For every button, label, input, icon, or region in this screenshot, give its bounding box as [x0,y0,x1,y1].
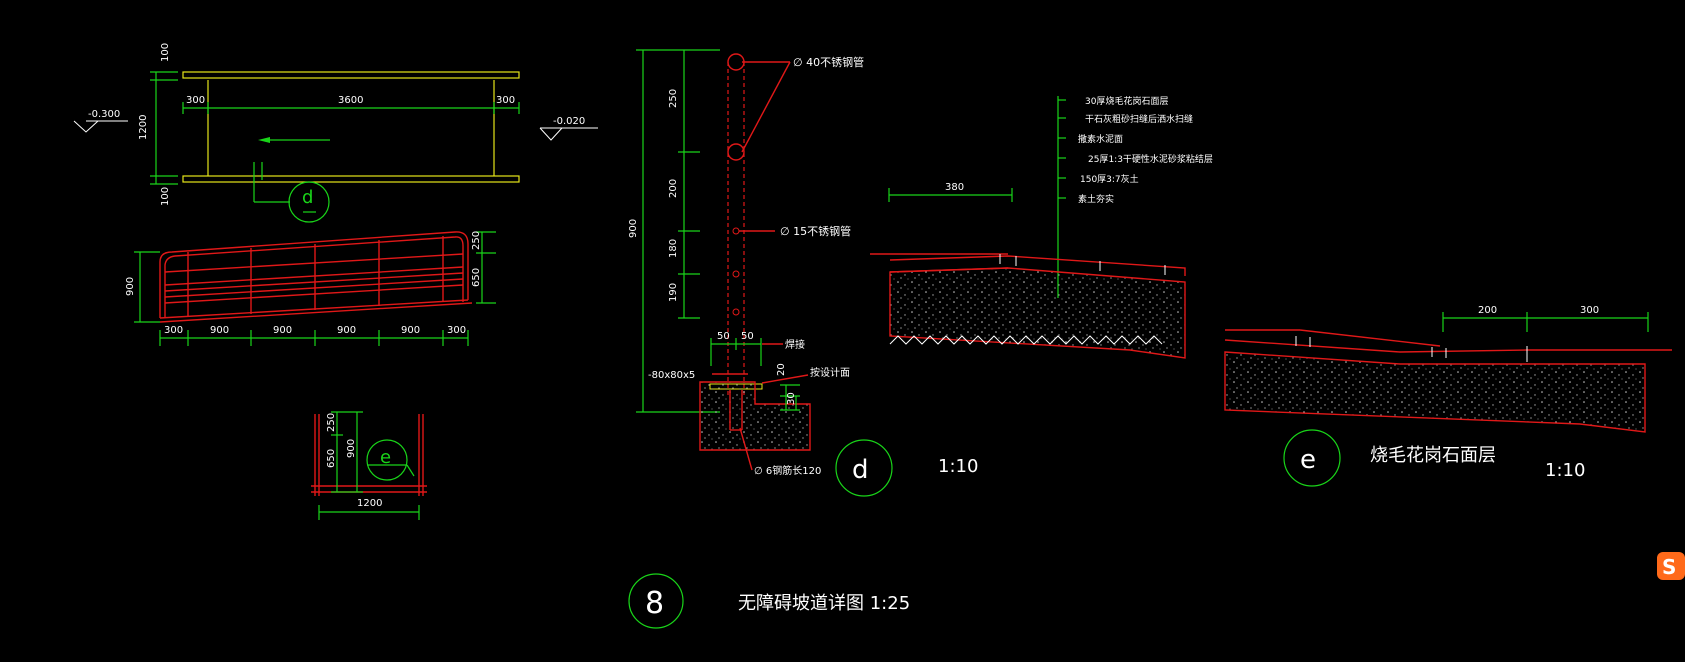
elev-top-rail [159,231,469,318]
app-badge-icon[interactable]: S [1657,552,1685,580]
sec-e-dim-650: 650 [326,449,337,468]
svg-text:S: S [1662,555,1676,579]
drawing-number-circle [628,573,684,629]
detail-dim-190: 190 [668,283,679,302]
detail-e-marker [1283,429,1341,487]
layer-note-6: 素土夯实 [1078,193,1114,205]
plan-dim-seg-left: 300 [186,95,205,106]
elev-dim-b5: 300 [447,325,466,336]
plan-rail-top [182,71,520,79]
detail-e-body [1224,351,1646,433]
plan-dim-seg-mid: 3600 [338,95,363,106]
plan-dim-seg-right: 300 [496,95,515,106]
detail-tube-lower [727,143,745,161]
layer-note-5: 150厚3:7灰土 [1080,173,1139,185]
sec-e-marker-label: e [380,447,391,468]
detail-dim-250: 250 [668,89,679,108]
detail-plate-label: -80x80x5 [648,370,695,381]
detail-anchor-label: ∅ 6钢筋长120 [754,464,821,477]
plan-section-marker [288,181,330,223]
rail-elevation: 900 250 650 300 900 900 900 900 300 [125,231,496,346]
paving-body [889,267,1186,359]
layer-note-3: 撒素水泥面 [1078,133,1123,145]
detail-tube-top [727,53,745,71]
paving-dim-380: 380 [945,182,964,193]
elev-dim-b2: 900 [273,325,292,336]
elev-dim-b0: 300 [164,325,183,336]
detail-dim-30: 30 [786,392,797,405]
detail-e-scale: 1:10 [1545,460,1585,481]
detail-e: 200 300 e 烧毛花岗石面层 1:10 [1224,305,1672,487]
detail-dim-20: 20 [776,363,787,376]
detail-tube-mid-label: ∅ 15不锈钢管 [780,224,851,238]
detail-d-marker [835,439,893,497]
detail-footing [699,381,811,451]
elev-dim-650: 650 [471,268,482,287]
sec-e-marker [366,439,408,481]
detail-e-marker-label: e [1300,445,1316,475]
detail-d-marker-label: d [852,455,869,485]
plan-dim-top: 100 [160,43,171,62]
layer-note-1: 30厚烧毛花岗石面层 [1085,95,1168,107]
sec-e-dim-900: 900 [346,439,357,458]
elev-dim-b4: 900 [401,325,420,336]
elev-dim-250: 250 [471,231,482,250]
elev-base [159,299,469,319]
drawing-title: 8 无障碍坡道详图 1:25 [628,573,910,629]
elev-dim-b1: 900 [210,325,229,336]
drawing-number: 8 [645,586,664,621]
detail-finish-label: 按设计面 [810,366,850,379]
ramp-plan: 100 1200 100 300 3600 300 -0.300 -0.020 … [73,43,598,223]
paving-section: 380 30厚烧毛花岗石面层 干石灰粗砂扫缝后洒水扫缝 撒素水泥面 25厚1:3… [870,95,1213,359]
plan-dim-bottom: 100 [160,187,171,206]
detail-e-title: 烧毛花岗石面层 [1370,445,1496,466]
detail-dim-180: 180 [668,239,679,258]
detail-tube-top-label: ∅ 40不锈钢管 [793,55,864,69]
rail-detail: 900 250 200 180 190 ∅ 40不锈钢管 ∅ 15不锈钢管 50… [628,49,978,497]
rail-section-e: 250 900 650 1200 e [311,411,427,520]
earth-hatch [889,335,1163,345]
sec-e-dim-250: 250 [326,413,337,432]
layer-note-2: 干石灰粗砂扫缝后洒水扫缝 [1085,113,1193,125]
plan-marker-label: d [302,187,313,208]
sec-e-dim-width: 1200 [357,498,382,509]
detail-dim-200: 200 [668,179,679,198]
detail-dim-900: 900 [628,219,639,238]
detail-e-dim-200: 200 [1478,305,1497,316]
elev-dim-900: 900 [125,277,136,296]
plan-elev-right: -0.020 [553,116,585,127]
plan-dim-width: 1200 [138,115,149,140]
detail-dim-50b: 50 [741,331,754,342]
detail-e-dim-300: 300 [1580,305,1599,316]
detail-dim-50a: 50 [717,331,730,342]
detail-d-scale: 1:10 [938,456,978,477]
elev-dim-b3: 900 [337,325,356,336]
layer-note-4: 25厚1:3干硬性水泥砂浆粘结层 [1088,153,1213,165]
plan-elev-left: -0.300 [88,109,120,120]
detail-weld-label: 焊接 [785,338,805,351]
drawing-title-text: 无障碍坡道详图 1:25 [738,593,910,614]
plan-rail-bottom [182,175,520,183]
